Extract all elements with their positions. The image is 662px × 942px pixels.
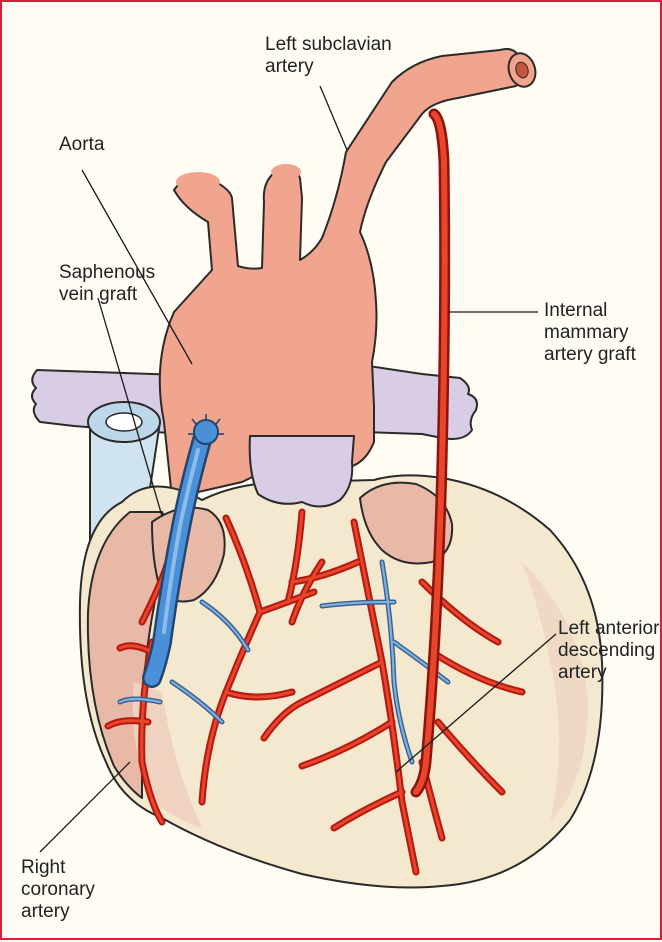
label-saphenous-vein-graft: Saphenous vein graft bbox=[59, 262, 155, 306]
label-internal-mammary-artery-graft: Internal mammary artery graft bbox=[544, 300, 636, 366]
label-left-subclavian-artery: Left subclavian artery bbox=[265, 34, 392, 78]
pulmonary-trunk bbox=[250, 436, 354, 507]
brachiocephalic-cap bbox=[176, 172, 220, 192]
carotid-cap bbox=[271, 164, 301, 180]
leader-right-coronary bbox=[40, 762, 130, 852]
label-right-coronary-artery: Right coronary artery bbox=[21, 857, 95, 923]
graft-anastomosis bbox=[194, 420, 218, 444]
label-left-anterior-descending-artery: Left anterior descending artery bbox=[558, 618, 659, 684]
leader-left-subclavian bbox=[320, 86, 347, 150]
label-aorta: Aorta bbox=[59, 134, 104, 156]
